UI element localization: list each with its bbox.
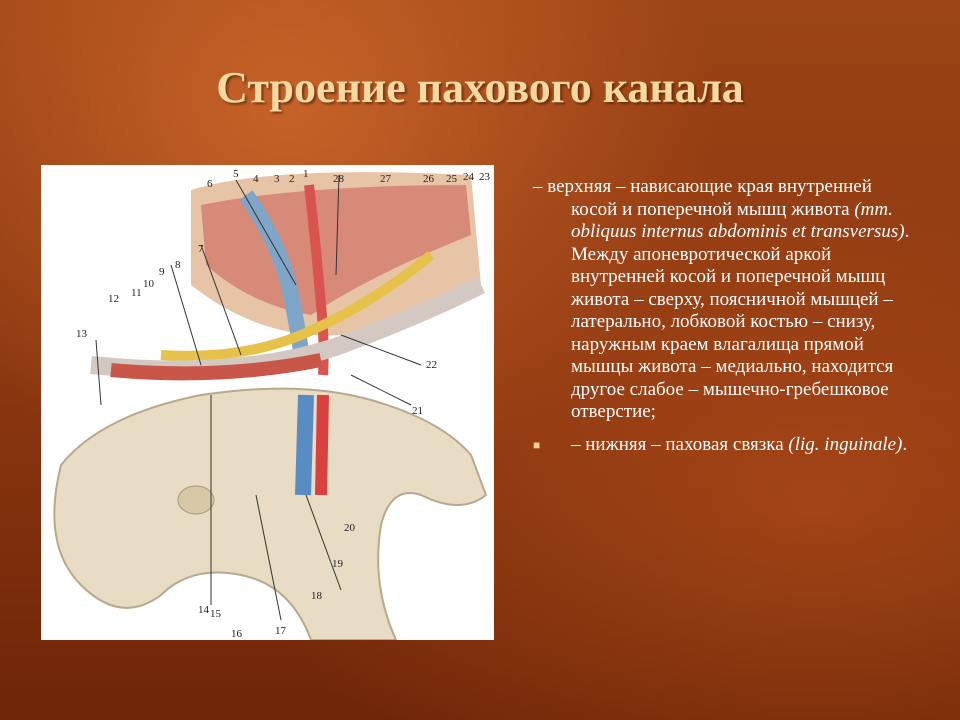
lower-wall-bullet: ■ – нижняя – паховая связка (lig. inguin… xyxy=(533,434,913,457)
label-15: 15 xyxy=(210,608,222,620)
label-25: 25 xyxy=(446,173,458,185)
description-text: – верхняя – нависающие края внутренней к… xyxy=(533,176,913,456)
label-23: 23 xyxy=(479,171,491,183)
upper-wall-latin: (mm. obliquus internus abdominis et tran… xyxy=(571,198,905,243)
femoral-vein-shape xyxy=(295,394,314,496)
muscle-band-shape xyxy=(110,353,323,381)
label-14: 14 xyxy=(198,604,210,616)
label-3: 3 xyxy=(274,173,280,185)
pointer-lines xyxy=(95,174,422,621)
label-8: 8 xyxy=(175,259,181,271)
lower-wall-lead: – нижняя – паховая связка xyxy=(571,433,784,455)
label-4: 4 xyxy=(253,173,259,185)
figure-labels: 1 2 3 4 5 6 7 8 9 10 11 12 13 14 15 16 1… xyxy=(76,168,491,640)
fat-strip-shape xyxy=(160,251,435,361)
pubic-tubercle-shape xyxy=(177,485,215,515)
upper-wall-paragraph: – верхняя – нависающие края внутренней к… xyxy=(533,176,913,424)
label-21: 21 xyxy=(412,405,423,417)
label-9: 9 xyxy=(159,266,165,278)
label-19: 19 xyxy=(332,558,344,570)
label-24: 24 xyxy=(463,171,475,183)
label-7: 7 xyxy=(198,243,204,255)
slide-title: Строение пахового канала xyxy=(216,63,744,112)
label-17: 17 xyxy=(275,625,287,637)
femoral-artery-shape xyxy=(315,394,329,496)
lower-wall-text: – нижняя – паховая связка (lig. inguinal… xyxy=(571,434,913,457)
label-22: 22 xyxy=(426,359,437,371)
label-6: 6 xyxy=(207,178,213,190)
label-20: 20 xyxy=(344,522,356,534)
label-1: 1 xyxy=(303,168,309,180)
vein-shape xyxy=(239,190,311,367)
anatomy-illustration: 1 2 3 4 5 6 7 8 9 10 11 12 13 14 15 16 1… xyxy=(41,165,494,640)
label-27: 27 xyxy=(380,173,392,185)
inguinal-canal-drawing: 1 2 3 4 5 6 7 8 9 10 11 12 13 14 15 16 1… xyxy=(53,168,491,640)
pelvic-bone-shape xyxy=(53,387,488,640)
label-16: 16 xyxy=(231,628,243,640)
label-12: 12 xyxy=(108,293,119,305)
label-2: 2 xyxy=(289,173,295,185)
upper-wall-rest: . Между апоневротической аркой внутренне… xyxy=(571,221,910,422)
label-11: 11 xyxy=(131,287,142,299)
label-10: 10 xyxy=(143,278,155,290)
bullet-square-icon: ■ xyxy=(533,437,541,452)
lower-wall-latin: (lig. inguinale) xyxy=(788,433,903,455)
label-26: 26 xyxy=(423,173,435,185)
upper-wall-lead: – верхняя – нависающие края внутренней к… xyxy=(533,176,872,220)
label-28: 28 xyxy=(333,173,345,185)
label-5: 5 xyxy=(233,168,239,180)
lower-wall-rest: . xyxy=(902,433,908,455)
label-18: 18 xyxy=(311,590,323,602)
label-13: 13 xyxy=(76,328,88,340)
